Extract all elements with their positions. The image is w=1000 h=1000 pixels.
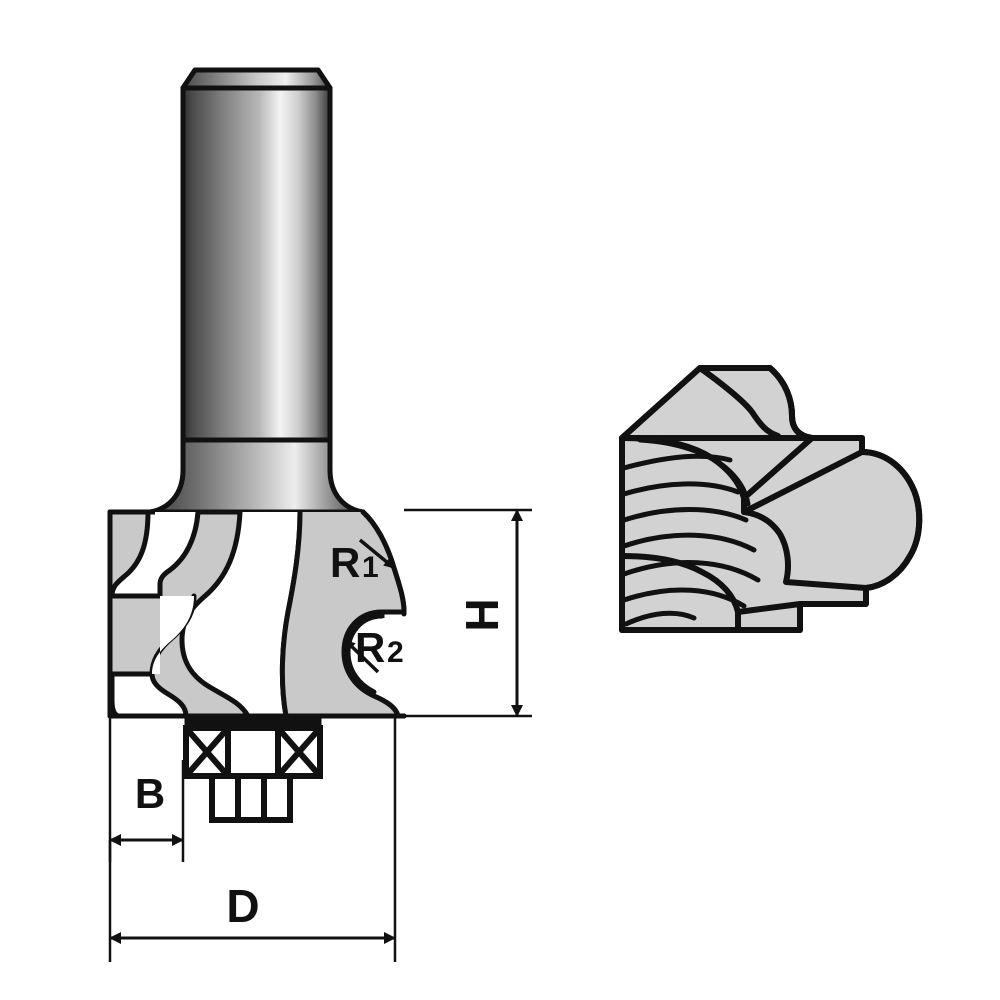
r1-leader-line — [358, 538, 396, 570]
shank-top-chamfer — [180, 67, 333, 91]
shank-to-body-fillet — [147, 437, 366, 515]
grain-line — [623, 610, 697, 627]
wood-right-bullnose-arc — [859, 449, 923, 591]
dimension-label-d: D — [226, 880, 259, 932]
dimension-height: H — [404, 508, 532, 718]
dimension-label-r2: R — [355, 624, 385, 671]
router-bit-assembly — [107, 67, 407, 823]
r2-leader-line — [343, 638, 380, 674]
wood-grain-lines — [621, 453, 761, 627]
ball-bearing-guide — [183, 716, 323, 823]
cylindrical-shank — [180, 67, 333, 473]
wood-top-bead-crest — [697, 365, 781, 439]
grain-line — [621, 507, 749, 523]
wood-lower-bullnose-edge — [735, 601, 803, 615]
dimension-label-h: H — [456, 598, 508, 631]
wood-quirk-step — [741, 509, 869, 591]
dimension-radius-2: R 2 — [343, 624, 404, 674]
shank-body — [180, 67, 333, 473]
wood-upper-right-ogee — [767, 365, 865, 455]
grain-line — [621, 453, 733, 471]
body-ogee-sweep-stroke — [279, 509, 303, 719]
dimension-label-b: B — [135, 770, 165, 817]
bearing-ball-cross-left-b — [183, 726, 231, 778]
bearing-ball-cross-right-b — [275, 726, 323, 778]
dimension-diameter: D — [108, 716, 397, 962]
wood-cove-line-upper — [637, 437, 751, 507]
dimension-label-r1-subscript: 1 — [362, 551, 379, 584]
body-right-flank-fill — [282, 512, 404, 716]
dimension-label-r2-subscript: 2 — [387, 636, 404, 669]
dimension-label-r1: R — [330, 539, 360, 586]
grain-line — [621, 481, 741, 497]
cove-r2-arc — [345, 613, 385, 695]
machined-wood-molding-sample — [619, 365, 923, 633]
bearing-retaining-screw — [209, 773, 293, 823]
dimension-body-width: B — [108, 716, 185, 862]
dimension-annotations: H B D R 1 R 2 — [108, 508, 532, 962]
grain-line — [621, 532, 757, 553]
grain-line — [621, 587, 747, 609]
dimension-radius-1: R 1 — [330, 538, 396, 586]
grain-line — [621, 560, 761, 583]
carbide-void — [152, 596, 194, 674]
